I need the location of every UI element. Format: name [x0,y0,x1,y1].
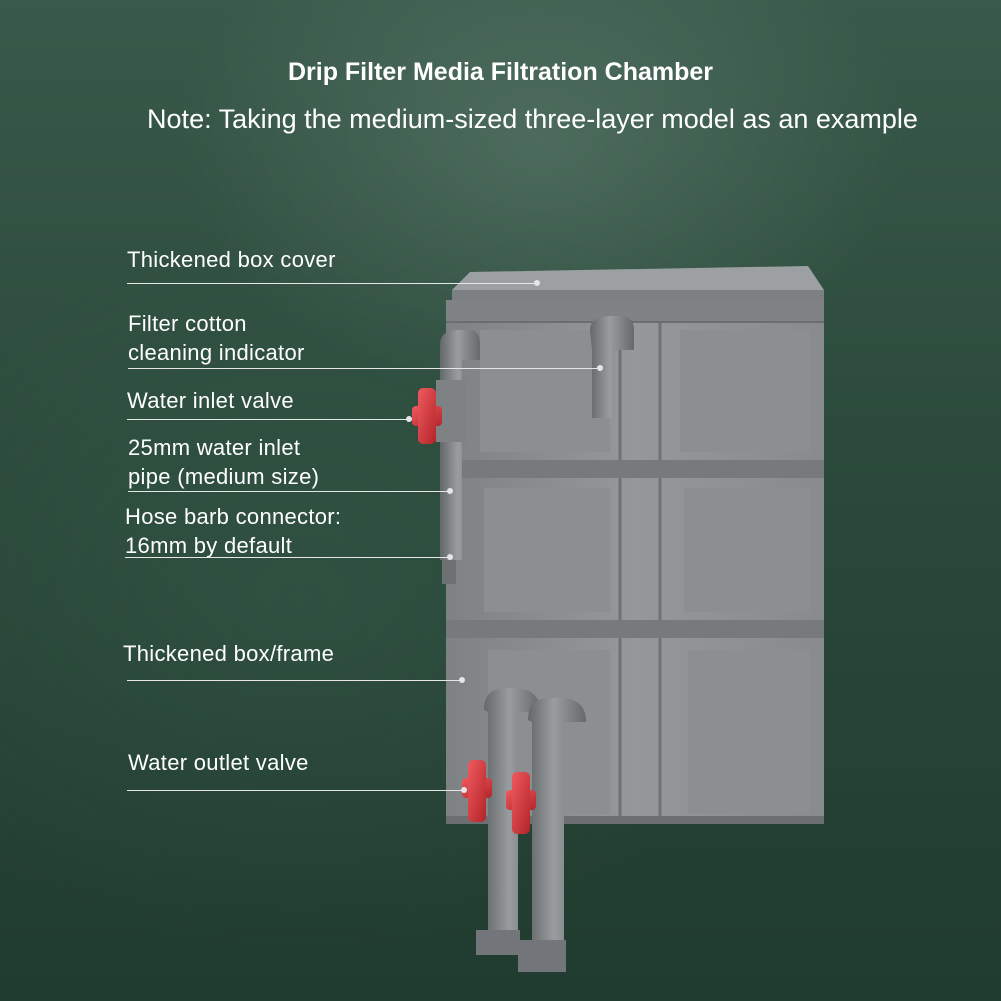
cleaning-indicator-pipe [590,316,634,418]
label-box-cover: Thickened box cover [127,245,336,274]
leader-dot-hose-barb [447,554,453,560]
label-cleaning-indicator: Filter cotton cleaning indicator [128,309,305,367]
leader-inlet-pipe [128,491,450,492]
leader-hose-barb [125,557,450,558]
label-box-frame: Thickened box/frame [123,639,334,668]
label-cleaning-indicator-line-2: cleaning indicator [128,340,305,365]
label-box-frame-line-1: Thickened box/frame [123,641,335,666]
leader-box-frame [127,680,462,681]
leader-dot-inlet-pipe [447,488,453,494]
box-cover [452,266,824,300]
label-inlet-valve-line-1: Water inlet valve [127,388,294,413]
box-tier-middle [446,460,824,620]
page-note: Note: Taking the medium-sized three-laye… [147,104,918,134]
label-inlet-pipe-line-1: 25mm water inlet [128,435,301,460]
label-hose-barb: Hose barb connector: 16mm by default [125,502,341,560]
leader-dot-cleaning-indicator [597,365,603,371]
page-title: Drip Filter Media Filtration Chamber [287,58,714,86]
label-inlet-pipe-line-2: pipe (medium size) [128,464,320,489]
leader-cleaning-indicator [128,368,600,369]
leader-dot-inlet-valve [406,416,412,422]
label-outlet-valve-line-1: Water outlet valve [128,750,309,775]
box-tier-top [446,300,824,460]
leader-dot-box-cover [534,280,540,286]
leader-dot-outlet-valve [461,787,467,793]
label-inlet-pipe: 25mm water inlet pipe (medium size) [128,433,319,491]
label-hose-barb-line-2: 16mm by default [125,533,293,558]
leader-box-cover [127,283,537,284]
leader-dot-box-frame [459,677,465,683]
label-inlet-valve: Water inlet valve [127,386,294,415]
inlet-pipe [436,330,480,584]
outlet-valves [462,760,536,834]
inlet-valve [412,388,442,444]
label-cleaning-indicator-line-1: Filter cotton [128,311,247,336]
leader-outlet-valve [127,790,464,791]
label-box-cover-line-1: Thickened box cover [127,247,336,272]
leader-inlet-valve [127,419,410,420]
label-hose-barb-line-1: Hose barb connector: [125,504,342,529]
label-outlet-valve: Water outlet valve [128,748,309,777]
